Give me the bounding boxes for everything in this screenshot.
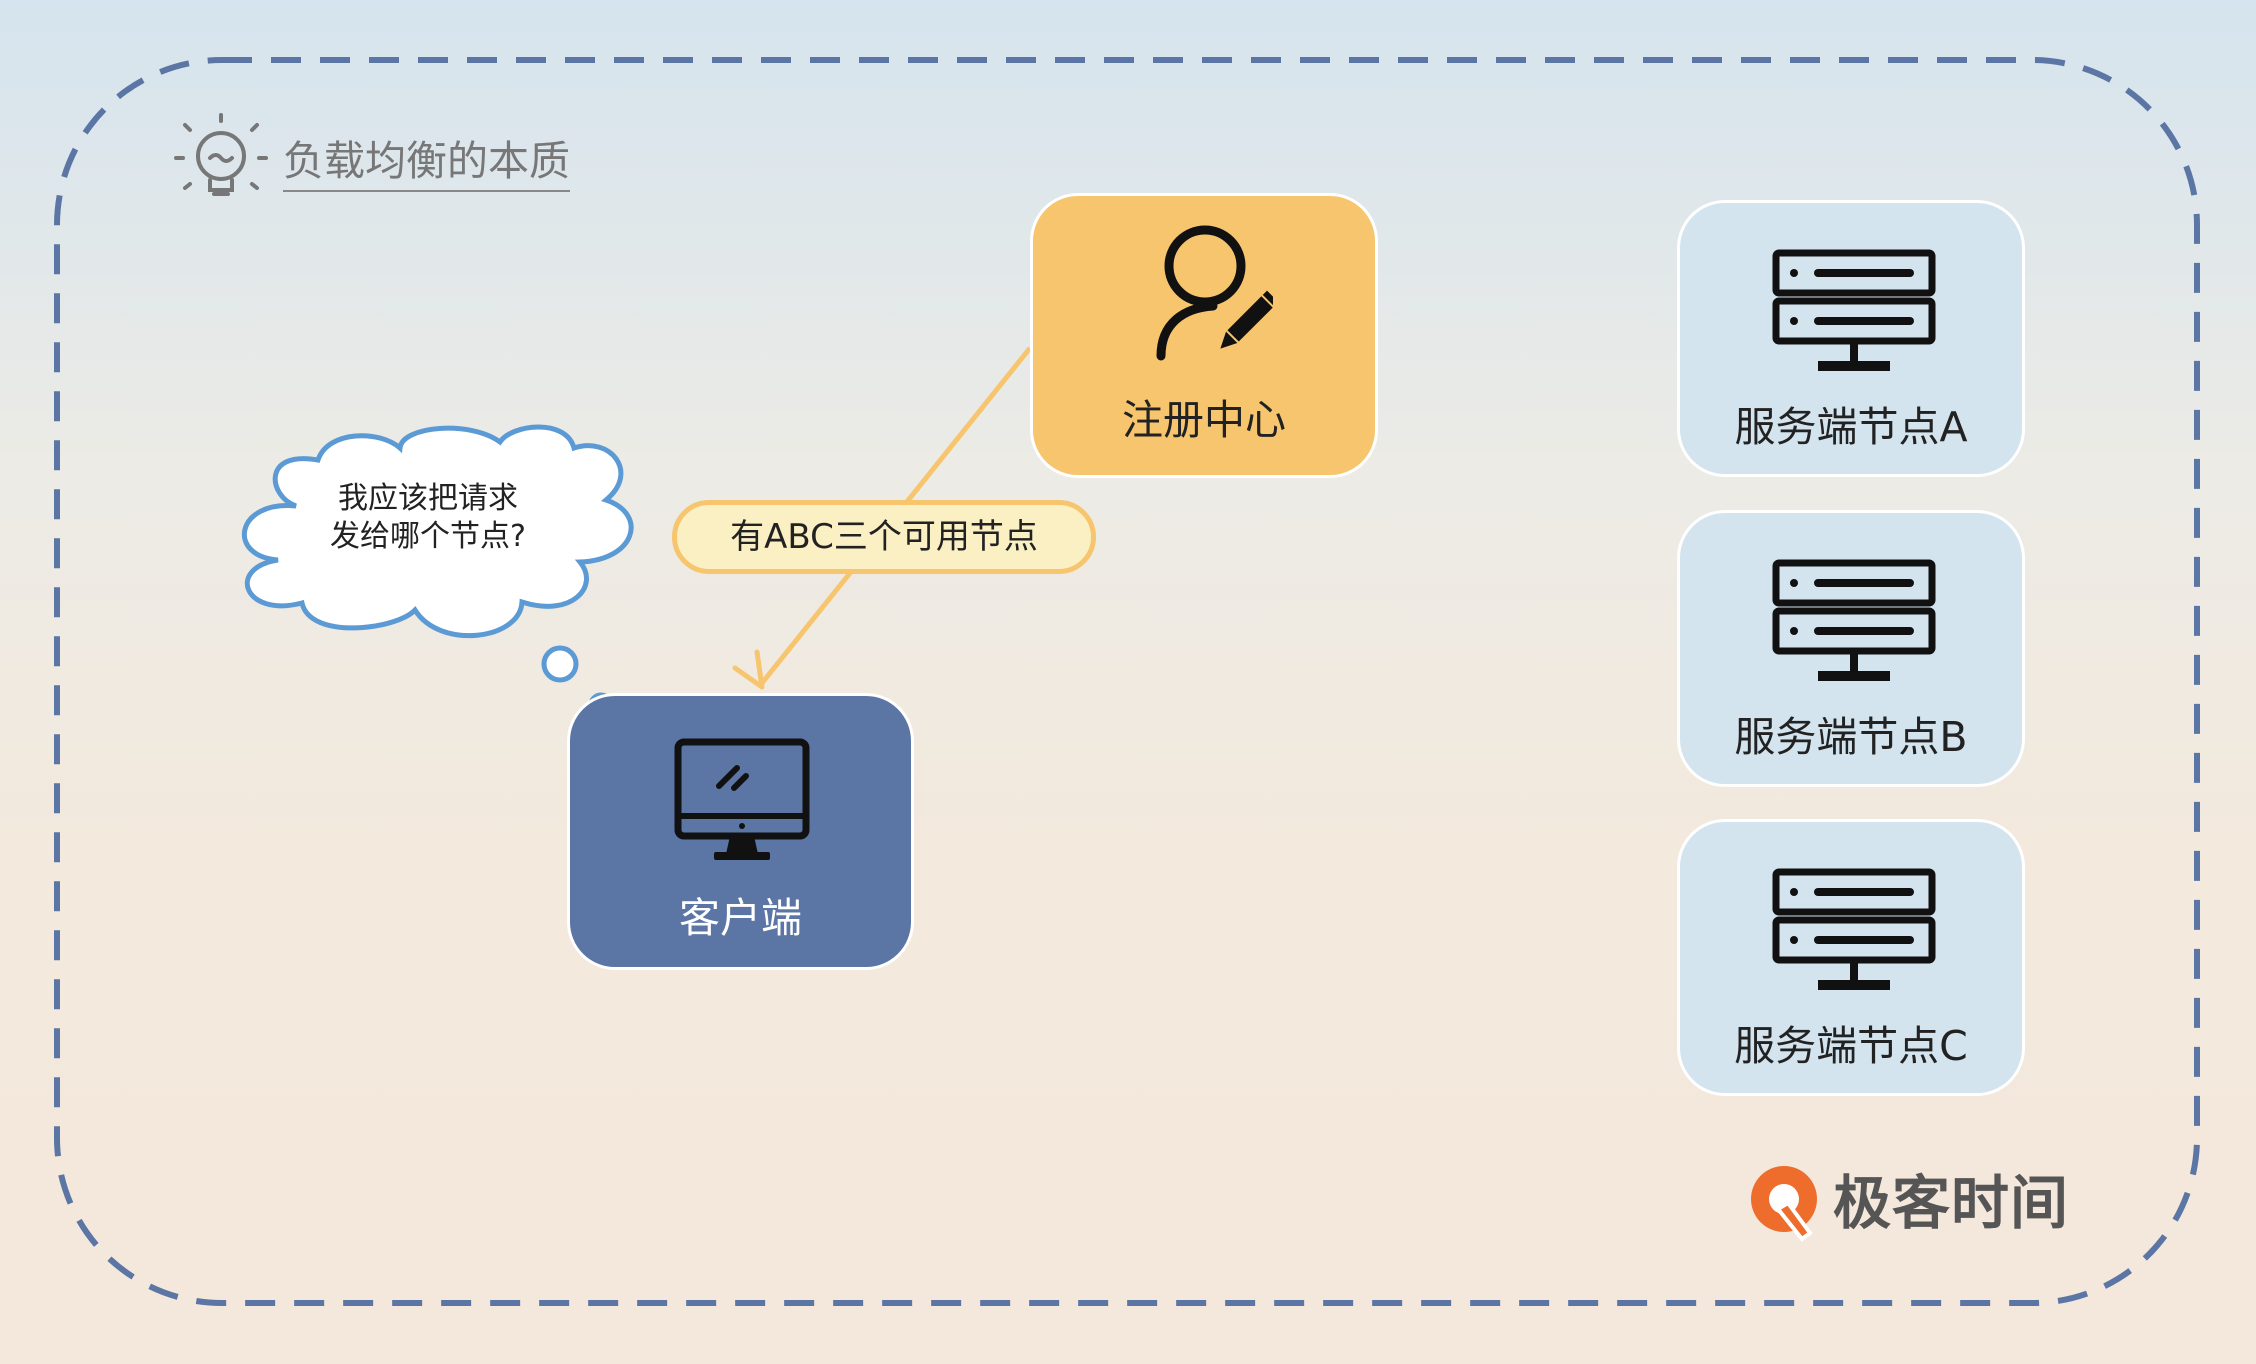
- server-icon: [1772, 249, 1936, 371]
- edge-label: 有ABC三个可用节点: [672, 500, 1096, 574]
- server-node-b: 服务端节点B: [1677, 510, 2025, 787]
- registry-label: 注册中心: [1122, 396, 1286, 444]
- brand-icon: [1751, 1166, 1817, 1242]
- server-label-b: 服务端节点B: [1734, 713, 1968, 761]
- server-icon: [1772, 868, 1936, 990]
- thought-cloud: [241, 424, 644, 751]
- server-label-a: 服务端节点A: [1734, 403, 1968, 451]
- monitor-icon: [674, 738, 810, 860]
- server-node-c: 服务端节点C: [1677, 819, 2025, 1096]
- lightbulb-icon: [174, 113, 268, 196]
- thought-text: 我应该把请求 发给哪个节点?: [283, 480, 573, 556]
- registry-node: 注册中心: [1030, 193, 1378, 478]
- thought-line-1: 我应该把请求: [338, 481, 518, 516]
- server-icon: [1772, 559, 1936, 681]
- thought-line-2: 发给哪个节点?: [330, 519, 526, 554]
- client-label: 客户端: [679, 894, 802, 942]
- server-label-c: 服务端节点C: [1734, 1022, 1968, 1070]
- dashed-frame: [54, 57, 2200, 1306]
- client-node: 客户端: [567, 693, 914, 970]
- server-node-a: 服务端节点A: [1677, 200, 2025, 477]
- brand-logo: 极客时间: [1748, 1163, 2088, 1243]
- diagram-title: 负载均衡的本质: [283, 136, 570, 192]
- user-edit-icon: [1156, 225, 1273, 361]
- brand-text: 极客时间: [1833, 1169, 2070, 1237]
